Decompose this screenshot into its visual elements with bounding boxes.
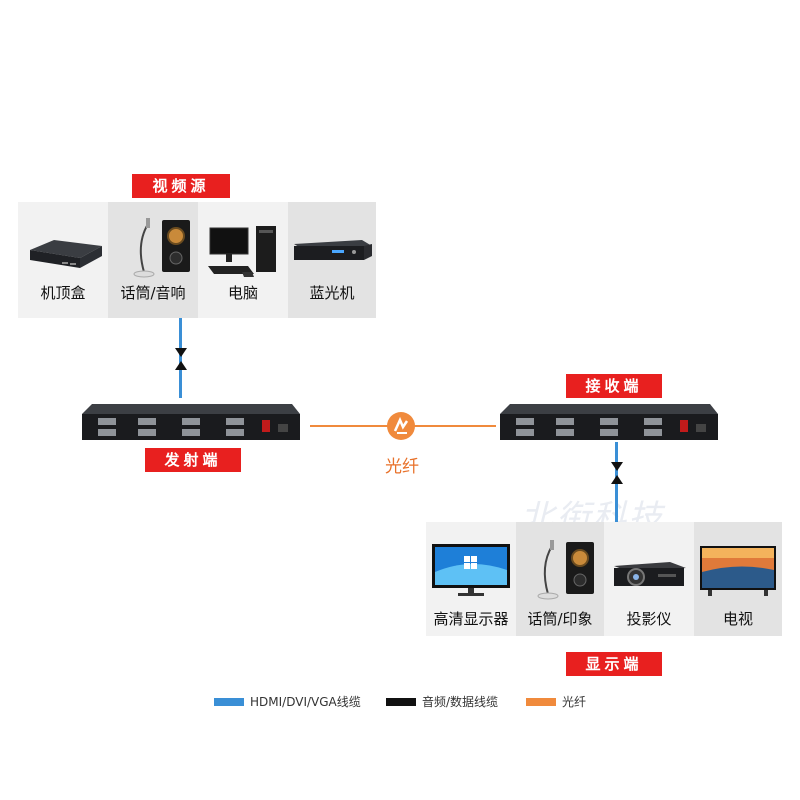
bluray-player-icon [294, 240, 372, 260]
source-item-label: 机顶盒 [40, 284, 86, 302]
display-tag: 显示端 [566, 652, 662, 676]
receiver-device [500, 404, 718, 440]
source-panel: 机顶盒 话筒/音响 电脑 [18, 202, 376, 318]
source-item-bluray: 蓝光机 [288, 202, 376, 318]
source-item-set-top-box: 机顶盒 [18, 202, 108, 318]
source-item-label: 蓝光机 [309, 284, 355, 302]
monitor-icon [432, 544, 510, 596]
display-item-mic-speaker: 话筒/印象 [516, 522, 604, 636]
source-item-computer: 电脑 [198, 202, 288, 318]
source-item-mic-speaker: 话筒/音响 [108, 202, 198, 318]
cable-arrow-icon [175, 348, 187, 370]
transmitter-device [82, 404, 300, 440]
mic-speaker-icon [537, 540, 594, 600]
projector-icon [614, 562, 686, 586]
display-item-projector: 投影仪 [604, 522, 694, 636]
source-cable [179, 318, 182, 398]
display-item-label: 话筒/印象 [527, 610, 593, 628]
source-item-label: 话筒/音响 [120, 284, 186, 302]
receiver-tag: 接收端 [566, 374, 662, 398]
fiber-label: 光纤 [385, 457, 419, 477]
display-item-tv: 电视 [694, 522, 782, 636]
display-item-monitor: 高清显示器 [426, 522, 516, 636]
fiber-link-icon [387, 412, 415, 440]
display-item-label: 投影仪 [626, 610, 672, 628]
cable-arrow-icon [611, 462, 623, 484]
tv-icon [700, 546, 776, 596]
source-item-label: 电脑 [227, 284, 258, 302]
legend-label-audio: 音频/数据线缆 [422, 695, 499, 709]
set-top-box-icon [30, 240, 102, 268]
mic-speaker-icon [133, 218, 190, 278]
transmitter-tag: 发射端 [145, 448, 241, 472]
source-tag: 视频源 [132, 174, 230, 198]
legend-swatch-hdmi [214, 698, 244, 706]
display-item-label: 高清显示器 [433, 610, 509, 628]
legend-label-fiber: 光纤 [562, 695, 587, 709]
legend-swatch-audio [386, 698, 416, 706]
display-panel: 高清显示器 话筒/印象 投影仪 电视 [426, 522, 782, 636]
computer-icon [208, 226, 276, 277]
legend-label-hdmi: HDMI/DVI/VGA线缆 [250, 695, 361, 709]
display-item-label: 电视 [722, 610, 753, 628]
legend-swatch-fiber [526, 698, 556, 706]
